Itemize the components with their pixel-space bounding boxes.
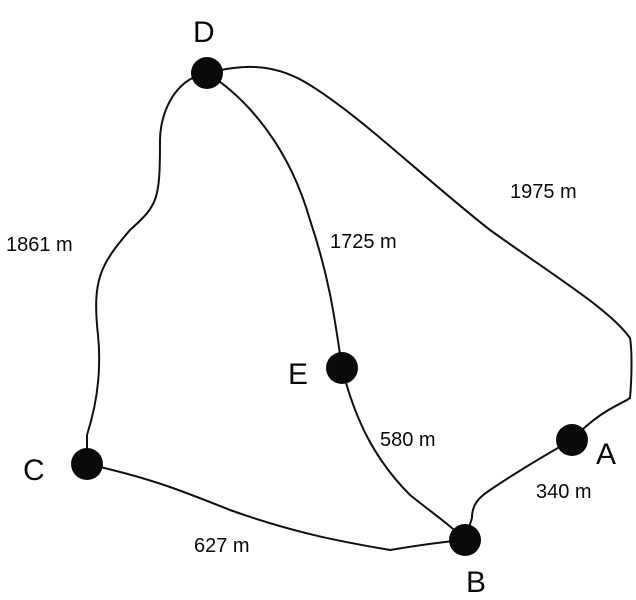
- node-c: [71, 448, 103, 480]
- node-a-label: A: [596, 438, 616, 471]
- edge-c-b-distance: 627 m: [194, 535, 250, 557]
- edge-a-b-distance: 340 m: [536, 481, 592, 503]
- node-a: [556, 424, 588, 456]
- node-d-label: D: [193, 16, 215, 49]
- edge-d-c: [86, 72, 208, 465]
- node-e: [326, 352, 358, 384]
- edge-d-e: [206, 72, 343, 369]
- node-d: [191, 57, 223, 89]
- edge-d-e-distance: 1725 m: [330, 231, 397, 253]
- edge-c-b: [86, 463, 466, 551]
- node-c-label: C: [23, 454, 45, 487]
- edge-d-a-distance: 1975 m: [510, 181, 577, 203]
- edge-e-b: [341, 367, 466, 541]
- edge-d-c-distance: 1861 m: [6, 234, 73, 256]
- edge-d-a: [206, 65, 633, 441]
- edge-a-b: [464, 439, 573, 541]
- node-b-label: B: [466, 566, 486, 599]
- node-e-label: E: [288, 358, 308, 391]
- node-b: [449, 524, 481, 556]
- edge-e-b-distance: 580 m: [380, 429, 436, 451]
